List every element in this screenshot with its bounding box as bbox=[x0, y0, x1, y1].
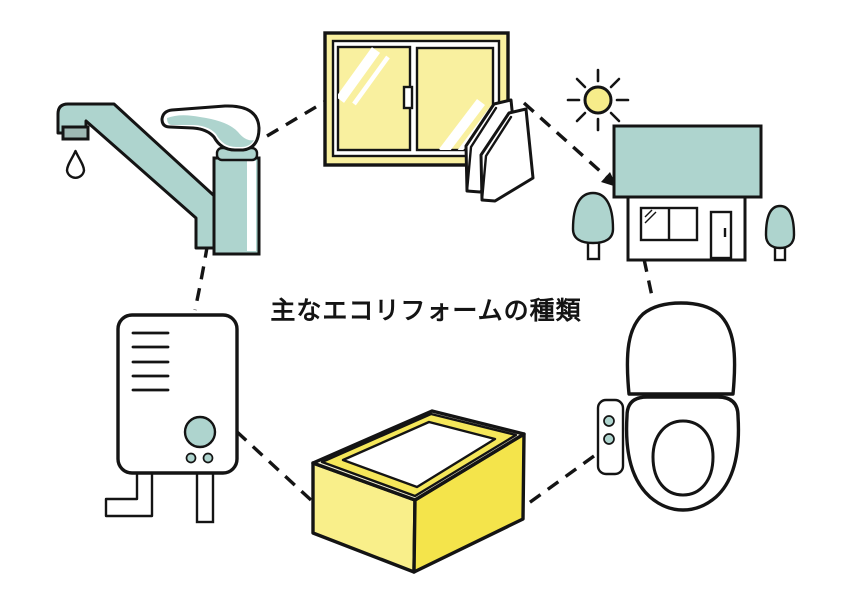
sun-ray bbox=[575, 77, 587, 89]
window-handle bbox=[402, 85, 414, 110]
faucet-body-highlight bbox=[247, 161, 256, 251]
heater-body bbox=[116, 313, 239, 475]
house-icon bbox=[571, 124, 796, 262]
shine-stripe bbox=[439, 98, 485, 150]
washlet-button bbox=[603, 415, 615, 427]
heater-pipe-left bbox=[104, 468, 154, 518]
faucet-icon bbox=[56, 102, 261, 256]
heater-small-knob bbox=[185, 452, 197, 464]
toilet-bowl-opening bbox=[651, 419, 715, 497]
connector-faucet-window bbox=[266, 99, 327, 138]
shine-stripe bbox=[338, 47, 381, 103]
house-door bbox=[709, 210, 733, 260]
water-heater-icon bbox=[104, 313, 239, 524]
house-window-shine bbox=[644, 211, 657, 224]
glass-shine-left bbox=[338, 47, 390, 106]
bathtub-interior bbox=[341, 420, 497, 489]
tree-crown bbox=[571, 191, 615, 245]
insulation-panel-back-edge bbox=[465, 106, 498, 193]
connector-window-house bbox=[522, 101, 612, 182]
insulation-panels-icon bbox=[464, 98, 535, 203]
bathtub-icon bbox=[311, 409, 526, 574]
faucet-spout bbox=[56, 102, 224, 250]
faucet-handle-shading bbox=[167, 115, 254, 147]
sun-ray bbox=[609, 77, 621, 89]
toilet-icon bbox=[596, 301, 741, 512]
heater-dial bbox=[183, 415, 217, 449]
house-window-shine bbox=[644, 209, 653, 218]
heater-small-knob bbox=[202, 452, 214, 464]
faucet-nozzle bbox=[61, 125, 90, 141]
diagram-title: 主なエコリフォームの種類 bbox=[270, 296, 582, 325]
sun-disc bbox=[583, 85, 613, 115]
window-glass-left bbox=[336, 45, 412, 152]
connector-house-toilet bbox=[642, 258, 655, 302]
water-drop-icon bbox=[65, 149, 86, 179]
tree-crown bbox=[764, 204, 796, 250]
sun-ray bbox=[609, 111, 621, 123]
insulation-panel-front-edge bbox=[480, 115, 513, 202]
shine-stripe bbox=[352, 55, 390, 106]
sun-rays bbox=[566, 68, 630, 132]
toilet-lid bbox=[625, 301, 737, 396]
tree-icon-left bbox=[571, 191, 615, 261]
heater-pipe-right bbox=[195, 468, 215, 524]
washlet-button bbox=[603, 433, 615, 445]
connector-bathtub-heater bbox=[234, 429, 313, 502]
sun-ray bbox=[575, 111, 587, 123]
heater-vents bbox=[131, 331, 170, 392]
sun-icon bbox=[566, 68, 630, 132]
house-roof bbox=[612, 124, 763, 199]
tree-icon-right bbox=[764, 204, 796, 262]
